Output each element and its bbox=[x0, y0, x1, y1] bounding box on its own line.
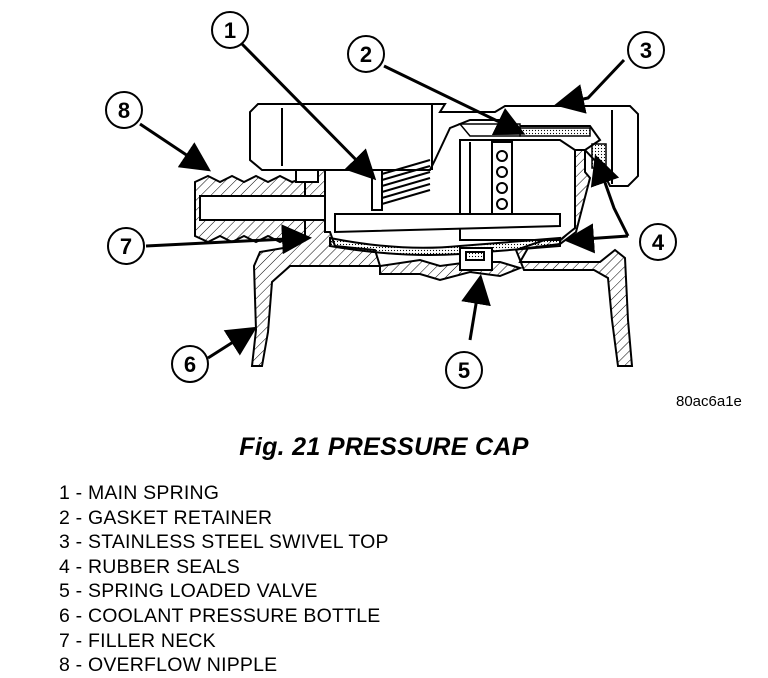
leader-1 bbox=[240, 42, 377, 181]
legend-item: 2 - GASKET RETAINER bbox=[59, 506, 389, 531]
callout-8: 8 bbox=[105, 91, 143, 129]
legend-text: MAIN SPRING bbox=[87, 482, 220, 504]
legend-item: 6 - COOLANT PRESSURE BOTTLE bbox=[59, 604, 389, 629]
svg-text:6: 6 bbox=[184, 352, 196, 377]
legend-separator: - bbox=[70, 531, 88, 554]
figure-code: 80ac6a1e bbox=[676, 393, 742, 410]
svg-text:3: 3 bbox=[640, 38, 652, 63]
legend-separator: - bbox=[70, 482, 88, 504]
leader-8 bbox=[139, 122, 211, 172]
leader-3 bbox=[554, 58, 626, 114]
leader-7 bbox=[145, 224, 312, 255]
svg-text:2: 2 bbox=[360, 42, 372, 67]
legend-item: 7 - FILLER NECK bbox=[59, 629, 389, 654]
legend-item: 4 - RUBBER SEALS bbox=[59, 555, 389, 580]
legend-number: 7 bbox=[59, 629, 71, 652]
svg-text:4: 4 bbox=[652, 230, 665, 255]
legend-number: 1 bbox=[59, 482, 71, 504]
overflow-nipple bbox=[194, 169, 326, 244]
callout-7: 7 bbox=[107, 227, 145, 265]
svg-text:8: 8 bbox=[118, 98, 130, 123]
legend-number: 5 bbox=[59, 580, 71, 603]
legend-text: COOLANT PRESSURE BOTTLE bbox=[87, 604, 381, 627]
leader-5 bbox=[461, 274, 491, 341]
leader-2 bbox=[383, 64, 526, 136]
svg-text:1: 1 bbox=[224, 18, 236, 43]
legend-number: 3 bbox=[59, 531, 71, 554]
legend-text: RUBBER SEALS bbox=[87, 555, 240, 578]
callout-5: 5 bbox=[445, 351, 483, 389]
legend-number: 8 bbox=[59, 654, 71, 677]
legend-item: 3 - STAINLESS STEEL SWIVEL TOP bbox=[59, 530, 389, 555]
legend-number: 2 bbox=[59, 506, 71, 529]
legend-separator: - bbox=[70, 580, 88, 603]
legend-item: 8 - OVERFLOW NIPPLE bbox=[59, 653, 389, 678]
legend-separator: - bbox=[70, 654, 88, 677]
pressure-cap-diagram: 1 2 3 4 5 6 7 8 bbox=[105, 11, 677, 389]
legend-item: 1 - MAIN SPRING bbox=[59, 481, 389, 506]
leader-4 bbox=[590, 154, 630, 237]
legend-separator: - bbox=[70, 506, 88, 529]
rubber-seal-lower bbox=[329, 213, 561, 256]
leader-4b bbox=[564, 223, 629, 254]
legend-text: OVERFLOW NIPPLE bbox=[87, 654, 278, 677]
svg-text:7: 7 bbox=[120, 234, 132, 259]
svg-text:5: 5 bbox=[458, 358, 470, 383]
leader-6 bbox=[207, 326, 258, 360]
leader-lines bbox=[139, 42, 630, 360]
callout-4: 4 bbox=[639, 223, 677, 261]
callout-2: 2 bbox=[347, 35, 385, 73]
spring-loaded-valve bbox=[379, 247, 524, 282]
legend-text: STAINLESS STEEL SWIVEL TOP bbox=[87, 531, 389, 554]
legend-item: 5 - SPRING LOADED VALVE bbox=[59, 579, 389, 604]
figure-caption: Fig. 21 PRESSURE CAP bbox=[239, 433, 529, 461]
legend-number: 6 bbox=[59, 604, 71, 627]
legend-list: 1 - MAIN SPRING 2 - GASKET RETAINER 3 - … bbox=[59, 481, 389, 678]
legend-number: 4 bbox=[59, 555, 71, 578]
legend-separator: - bbox=[70, 629, 88, 652]
legend-text: GASKET RETAINER bbox=[87, 506, 273, 529]
legend-separator: - bbox=[70, 555, 88, 578]
legend-separator: - bbox=[70, 604, 88, 627]
callout-1: 1 bbox=[211, 11, 249, 49]
legend-text: SPRING LOADED VALVE bbox=[87, 580, 318, 603]
main-spring bbox=[371, 159, 431, 211]
callout-3: 3 bbox=[627, 31, 665, 69]
callout-6: 6 bbox=[171, 345, 209, 383]
legend-text: FILLER NECK bbox=[87, 629, 216, 652]
